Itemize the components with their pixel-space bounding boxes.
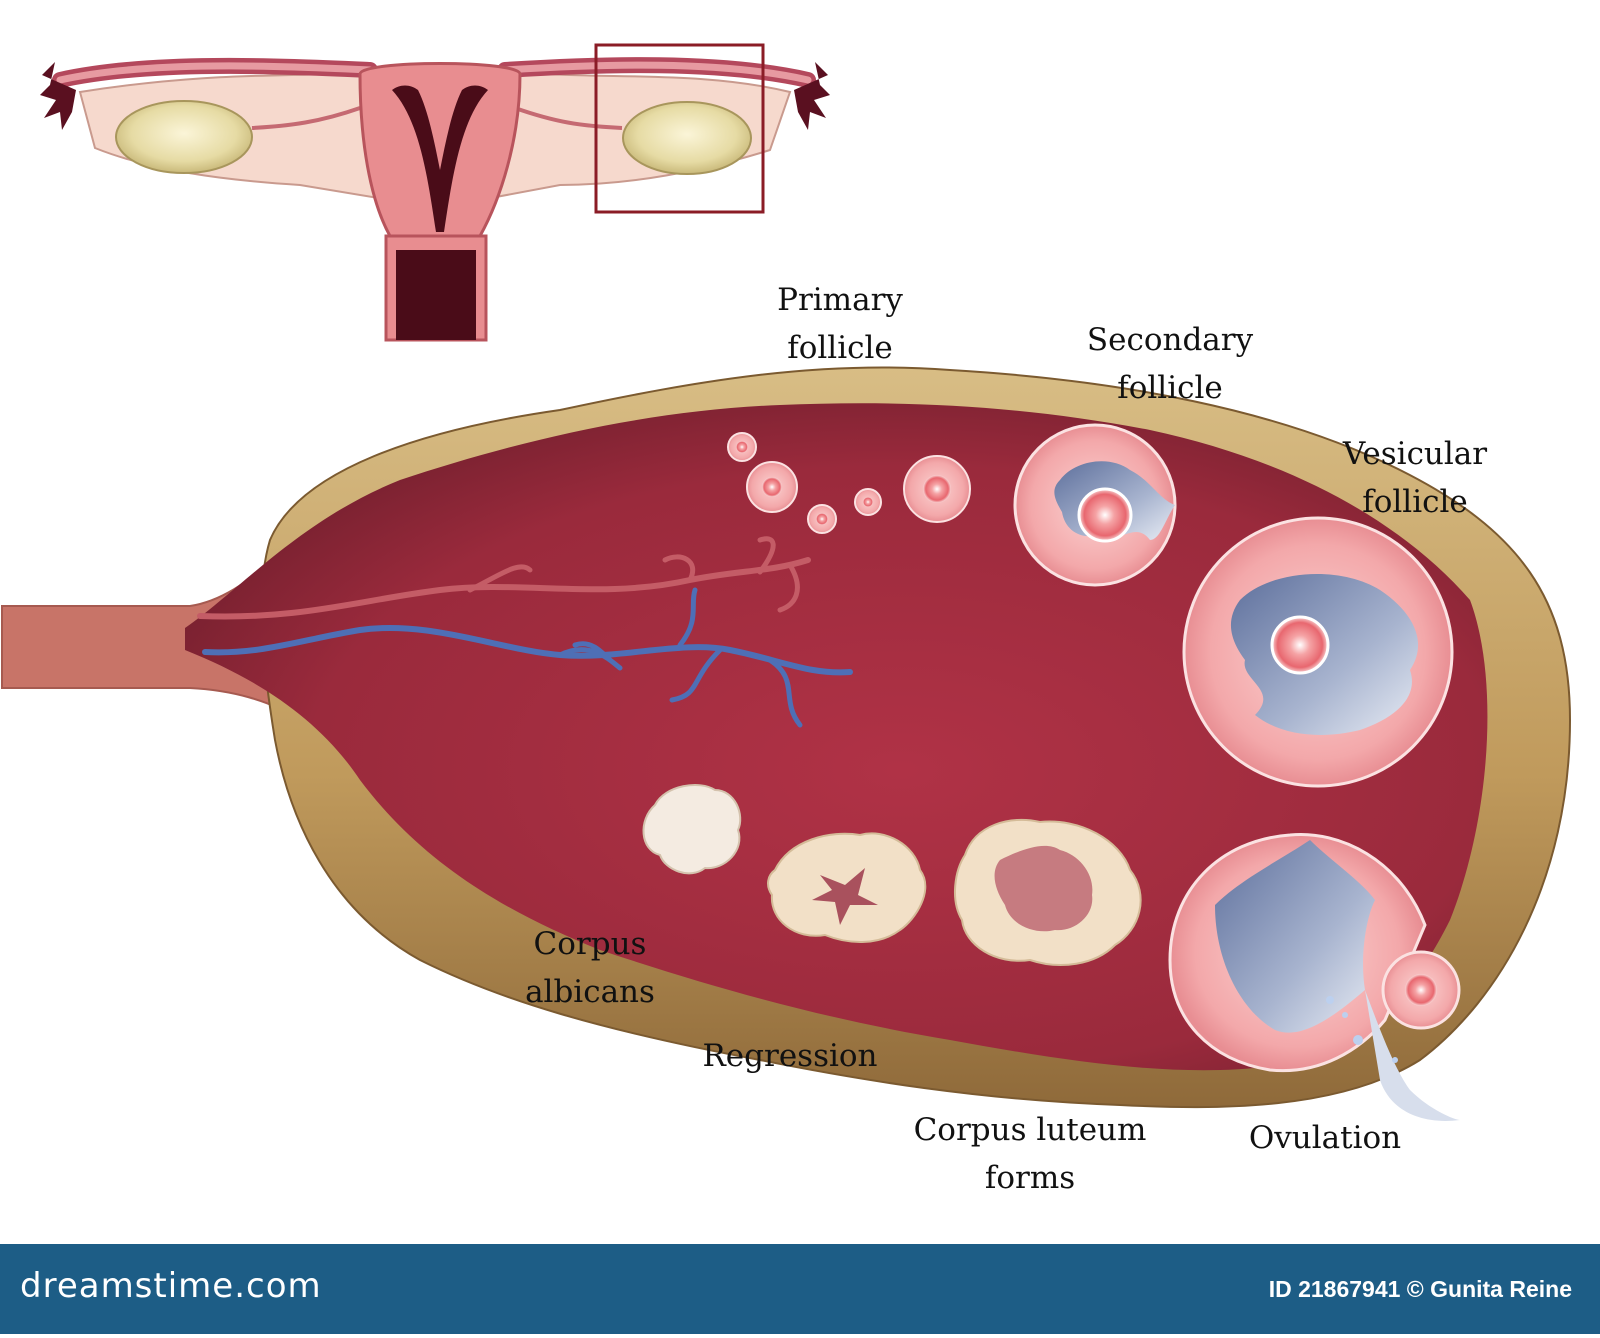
label-primary-follicle-line2: follicle [787, 330, 893, 366]
label-corpus-luteum-line2: forms [984, 1160, 1076, 1196]
footer-bar: dreamstime.com ID 21867941 © Gunita Rein… [0, 1244, 1600, 1334]
footer-brand[interactable]: dreamstime.com [20, 1266, 322, 1306]
label-corpus-luteum: Corpus luteum forms [910, 1106, 1150, 1202]
uterus-overview [40, 43, 830, 342]
label-corpus-albicans-line2: albicans [525, 974, 655, 1010]
label-regression: Regression [700, 1032, 880, 1080]
label-primary-follicle: Primary follicle [760, 276, 920, 372]
label-corpus-luteum-line1: Corpus luteum [913, 1112, 1147, 1148]
footer-credit: ID 21867941 © Gunita Reine [1268, 1276, 1572, 1302]
label-corpus-albicans: Corpus albicans [510, 920, 670, 1016]
label-ovulation: Ovulation [1240, 1114, 1410, 1162]
vesicular-follicle-drawing [1182, 516, 1454, 788]
ovary-cross-section [1, 366, 1572, 1121]
label-vesicular-follicle-line1: Vesicular [1342, 436, 1488, 472]
label-primary-follicle-line1: Primary [777, 282, 903, 318]
ovulating-follicle-drawing [1168, 832, 1461, 1121]
label-regression-text: Regression [702, 1038, 878, 1074]
label-secondary-follicle-line2: follicle [1117, 370, 1223, 406]
corpus-albicans-drawing [642, 784, 742, 875]
regressing-corpus-luteum-drawing [767, 832, 927, 943]
label-secondary-follicle: Secondary follicle [1075, 316, 1265, 412]
label-corpus-albicans-line1: Corpus [533, 926, 647, 962]
label-vesicular-follicle: Vesicular follicle [1330, 430, 1500, 526]
label-vesicular-follicle-line2: follicle [1362, 484, 1468, 520]
label-ovulation-text: Ovulation [1248, 1120, 1402, 1156]
secondary-follicle-drawing [1013, 423, 1177, 587]
primary-follicles [727, 432, 971, 534]
forming-corpus-luteum-drawing [954, 818, 1142, 966]
label-secondary-follicle-line1: Secondary [1086, 322, 1254, 358]
